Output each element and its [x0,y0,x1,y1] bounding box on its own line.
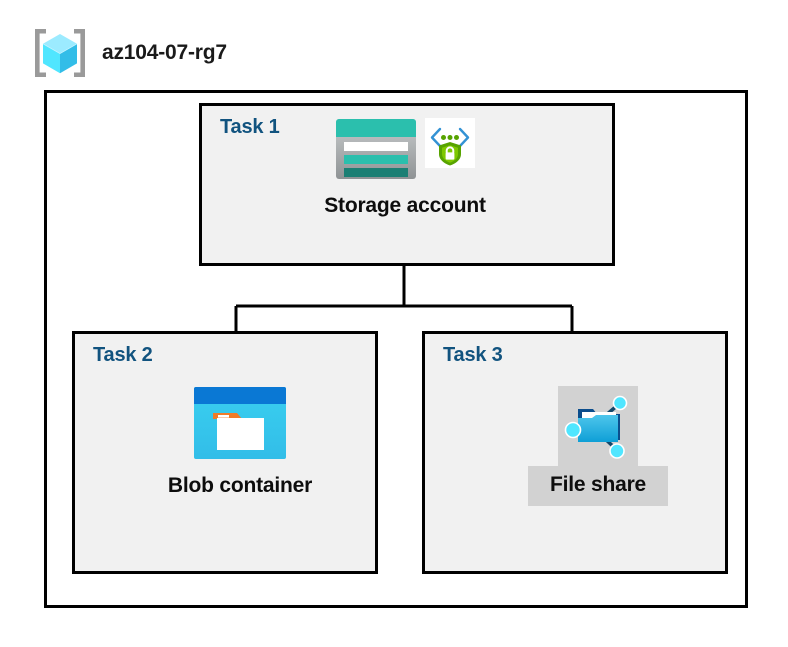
node-file-share[interactable]: File share [508,386,688,506]
task-1-label: Task 1 [220,116,280,138]
blob-container-caption: Blob container [167,474,313,497]
task-1-container[interactable]: Task 1 [199,103,615,266]
resource-group-header: az104-07-rg7 [32,26,227,80]
node-blob-container[interactable]: Blob container [150,386,330,498]
secure-endpoint-shield-icon [425,118,475,168]
file-share-icon-plate [558,386,638,466]
task-2-container[interactable]: Task 2 [72,331,378,574]
resource-group-cube-icon [35,29,85,77]
storage-account-icon [336,119,416,179]
blob-container-icon [194,387,286,459]
resource-group-title: az104-07-rg7 [102,41,227,64]
task-3-label: Task 3 [443,344,503,366]
storage-account-caption: Storage account [324,194,486,217]
node-storage-account[interactable]: Storage account [280,118,530,218]
task-2-label: Task 2 [93,344,153,366]
storage-account-icon-row [335,118,475,186]
file-share-folder-icon [564,395,628,459]
file-share-caption: File share [527,466,669,506]
